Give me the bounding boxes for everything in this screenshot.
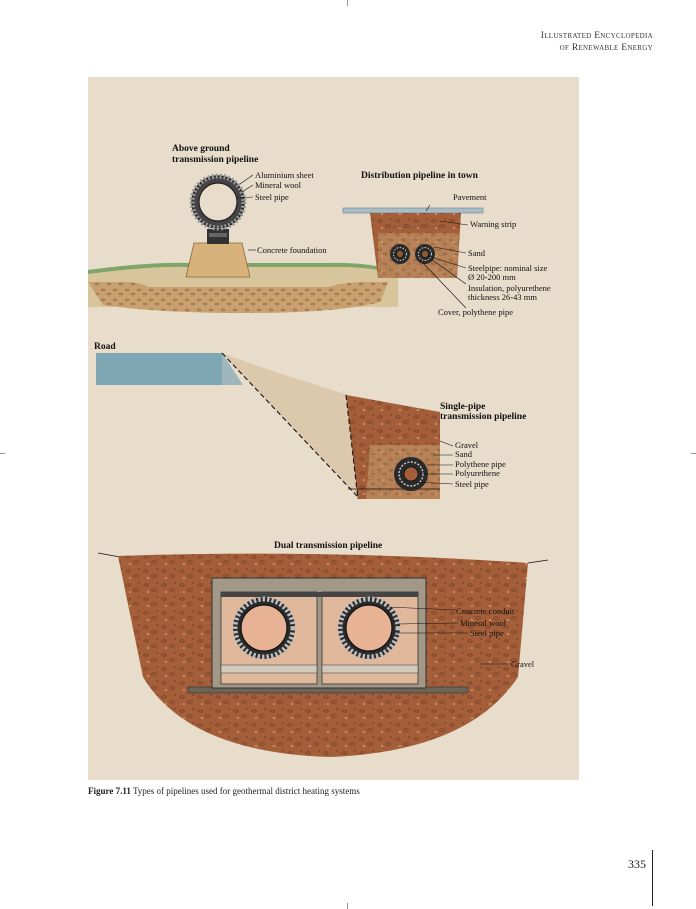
label-insulation-thickness: thickness 26-43 mm	[468, 292, 537, 302]
single-pipe-title-1: Single-pipe	[440, 402, 485, 412]
page-rule	[652, 850, 653, 906]
label-pavement: Pavement	[453, 192, 487, 202]
distribution-title: Distribution pipeline in town	[361, 171, 479, 181]
label-concrete-foundation: Concrete foundation	[257, 245, 327, 255]
concrete-foundation	[185, 242, 251, 278]
distribution-pipeline: Distribution pipeline in town Pavement W…	[342, 171, 551, 317]
label-steelpipe-size: Steelpipe: nominal size	[468, 263, 548, 273]
label-gravel-single: Gravel	[455, 440, 479, 450]
label-sand-single: Sand	[455, 449, 473, 459]
above-ground-title-1: Above ground	[172, 144, 230, 154]
label-gravel-dual: Gravel	[511, 659, 535, 669]
page-number: 335	[628, 857, 646, 871]
label-steel-pipe: Steel pipe	[255, 192, 289, 202]
dual-pipeline: Dual transmission pipeline Concrete cond…	[97, 541, 549, 757]
figure-7-11: Above ground transmission pipeline Alumi…	[88, 77, 579, 780]
label-insulation: Insulation, polyurethene	[468, 283, 551, 293]
label-steelpipe-diameter: Ø 20-200 mm	[468, 272, 516, 282]
road-label: Road	[94, 342, 116, 352]
road	[96, 353, 222, 385]
above-ground-title-2: transmission pipeline	[172, 155, 258, 165]
label-aluminium-sheet: Aluminium sheet	[255, 170, 314, 180]
label-steel-pipe-dual: Steel pipe	[470, 628, 504, 638]
label-cover-pipe: Cover, polythene pipe	[438, 307, 513, 317]
label-mineral-wool: Mineral wool	[255, 180, 302, 190]
caption-label: Figure 7.11	[88, 786, 131, 796]
figure-caption: Figure 7.11 Types of pipelines used for …	[88, 786, 360, 796]
label-polyurethene: Polyurethene	[455, 468, 500, 478]
label-concrete-conduit: Concrete conduit	[456, 606, 515, 616]
pipeline-illustration: Above ground transmission pipeline Alumi…	[88, 77, 579, 780]
above-ground-pipeline: Above ground transmission pipeline Alumi…	[88, 144, 398, 313]
running-head-line2: of Renewable Energy	[559, 43, 653, 53]
single-pipe-title-2: transmission pipeline	[440, 412, 526, 422]
caption-text: Types of pipelines used for geothermal d…	[132, 786, 360, 796]
label-steel-pipe-single: Steel pipe	[455, 479, 489, 489]
label-warning-strip: Warning strip	[470, 219, 516, 229]
dual-title: Dual transmission pipeline	[274, 541, 382, 551]
running-head-line1: Illustrated Encyclopedia	[540, 31, 653, 41]
label-sand: Sand	[468, 248, 486, 258]
label-polythene-pipe: Polythene pipe	[455, 459, 506, 469]
single-pipe-pipeline: Road Single-pipe transmission pipeline G…	[94, 342, 526, 500]
running-head: Illustrated Encyclopedia of Renewable En…	[541, 30, 653, 54]
label-mineral-wool-dual: Mineral wool	[460, 618, 507, 628]
pavement	[342, 207, 484, 214]
